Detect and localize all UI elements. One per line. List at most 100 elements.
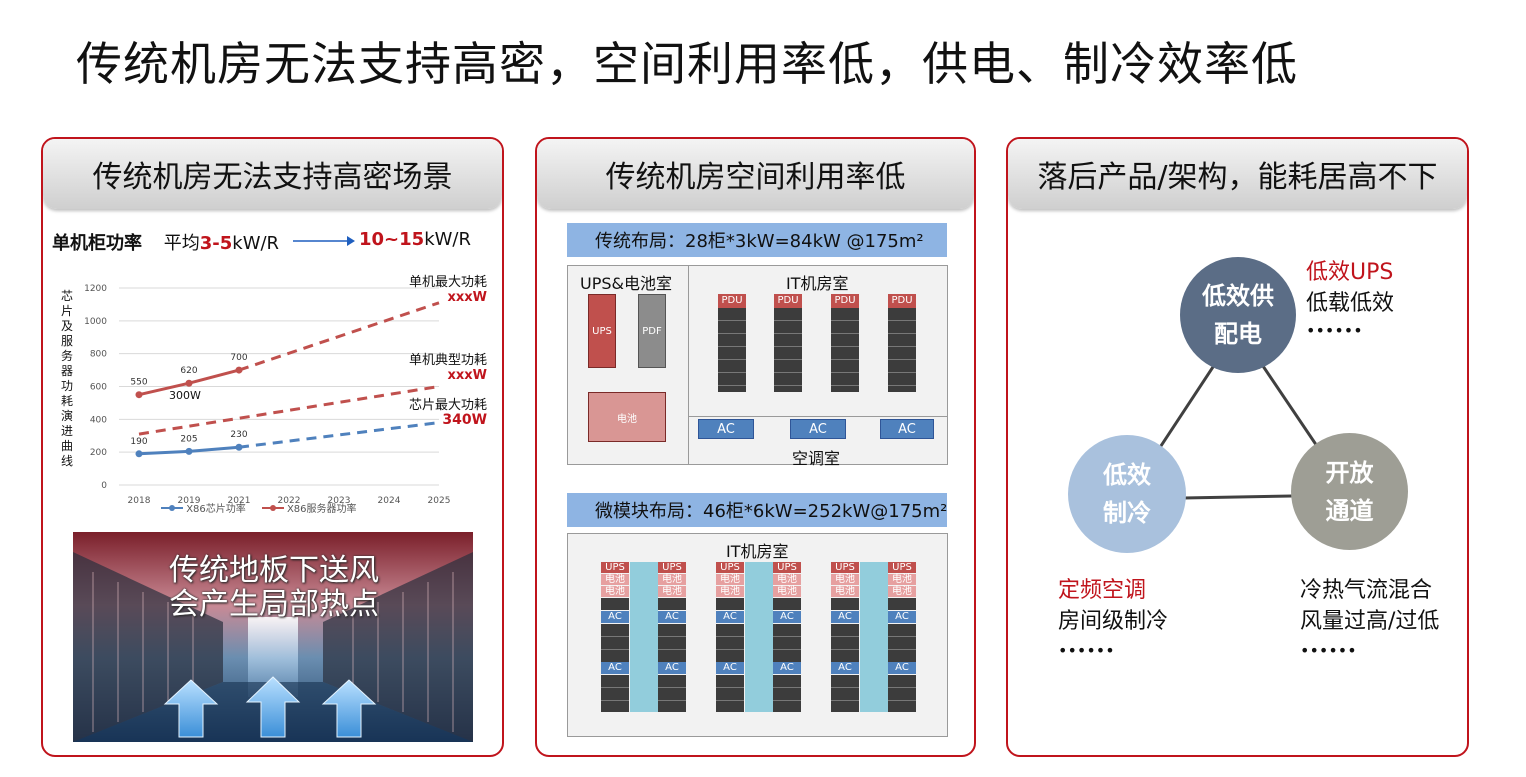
- top-red: 低效UPS: [1306, 260, 1394, 285]
- micro-ac: AC: [716, 662, 744, 674]
- y-tick-label: 1200: [84, 284, 107, 294]
- pdu-block: PDU: [831, 294, 859, 308]
- micro-rack: [601, 675, 629, 712]
- server-rack: [774, 308, 802, 392]
- chart-ylabel: 芯片及服务器功耗演进曲线: [61, 289, 74, 468]
- y-tick-label: 0: [101, 481, 107, 491]
- avg-unit: kW/R: [232, 233, 280, 254]
- ann-max-value: xxxW: [447, 290, 488, 305]
- micro-ups: UPS: [601, 562, 629, 573]
- y-tick-label: 200: [90, 448, 107, 458]
- micro-battery: 电池: [658, 586, 686, 597]
- pdu-block: PDU: [888, 294, 916, 308]
- y-tick-label: 600: [90, 383, 107, 393]
- pdu-block: PDU: [718, 294, 746, 308]
- data-label: 620: [180, 366, 197, 376]
- data-label: 700: [230, 353, 247, 363]
- circle-cooling: 低效制冷: [1068, 435, 1186, 553]
- panel1-header: 传统机房无法支持高密场景: [43, 139, 502, 209]
- left-line2: 房间级制冷: [1058, 609, 1169, 634]
- overlay-line-2: 会产生局部热点: [169, 587, 379, 622]
- micro-rack: [716, 675, 744, 712]
- ann-max-label: 单机最大功耗: [409, 275, 488, 290]
- ann-chip-label: 芯片最大功耗: [409, 398, 488, 413]
- ac-room-label: 空调室: [792, 449, 841, 468]
- circle-open-aisle: 开放通道: [1291, 433, 1408, 550]
- left-red: 定频空调: [1058, 578, 1147, 603]
- battery-block: 电池: [588, 392, 666, 442]
- legend-chip: X86芯片功率: [161, 500, 246, 515]
- series-projection: [238, 301, 440, 372]
- target-value: 10~15: [359, 229, 425, 250]
- image-overlay-text: 传统地板下送风 会产生局部热点: [169, 554, 379, 622]
- ac-unit: AC: [790, 419, 846, 439]
- micro-ac: AC: [773, 611, 801, 623]
- micro-rack: [658, 598, 686, 610]
- micro-rack: [658, 624, 686, 662]
- data-point: [185, 447, 193, 455]
- top-dots: ••••••: [1306, 321, 1363, 340]
- target-line: 10~15kW/R: [359, 229, 471, 250]
- x-tick-label: 2022: [278, 496, 301, 506]
- micro-rack: [716, 624, 744, 662]
- ups-room-label: UPS&电池室: [580, 274, 672, 293]
- micro-rack: [888, 624, 916, 662]
- ann-typical: 单机典型功耗 xxxW: [409, 353, 487, 383]
- micro-battery: 电池: [716, 586, 744, 597]
- micro-ac: AC: [888, 662, 916, 674]
- avg-prefix: 平均: [163, 233, 200, 254]
- x-tick-label: 2018: [128, 496, 151, 506]
- left-annotation: 定频空调 房间级制冷 ••••••: [1058, 575, 1168, 665]
- right-dots: ••••••: [1300, 641, 1357, 660]
- power-line: 单机柜功率 平均3-5kW/R: [52, 229, 279, 255]
- chart-legend: X86芯片功率 X86服务器功率: [161, 500, 357, 515]
- micro-ups: UPS: [658, 562, 686, 573]
- datacenter-image: 传统地板下送风 会产生局部热点: [73, 532, 473, 742]
- micro-battery: 电池: [773, 574, 801, 585]
- power-label: 单机柜功率: [52, 233, 142, 254]
- right-line1: 冷热气流混合: [1300, 578, 1433, 603]
- ann-300w: 300W: [169, 389, 201, 402]
- top-line2: 低载低效: [1306, 291, 1395, 316]
- data-label: 550: [130, 378, 147, 388]
- micro-rack: [601, 598, 629, 610]
- micro-rack: [658, 675, 686, 712]
- micro-rack: [773, 624, 801, 662]
- micro-rack: [601, 624, 629, 662]
- micro-ups: UPS: [773, 562, 801, 573]
- micro-rack: [831, 624, 859, 662]
- data-point: [135, 391, 143, 399]
- arrow-right-icon: [293, 236, 355, 246]
- cold-aisle: [745, 562, 773, 712]
- overlay-line-1: 传统地板下送风: [169, 553, 379, 588]
- micro-battery: 电池: [831, 574, 859, 585]
- micro-ac: AC: [658, 662, 686, 674]
- ann-max: 单机最大功耗 xxxW: [409, 275, 487, 305]
- circle-right-l1: 开放: [1325, 458, 1374, 487]
- data-label: 205: [180, 434, 197, 444]
- server-rack: [831, 308, 859, 392]
- target-unit: kW/R: [424, 229, 471, 250]
- server-rack: [888, 308, 916, 392]
- legend-server: X86服务器功率: [261, 500, 357, 515]
- data-label: 190: [130, 437, 147, 447]
- circle-left-l1: 低效: [1103, 461, 1151, 489]
- ac-unit: AC: [880, 419, 934, 439]
- x-tick-label: 2019: [178, 496, 201, 506]
- micro-rack: [831, 675, 859, 712]
- x-tick-label: 2021: [228, 496, 251, 506]
- micro-battery: 电池: [773, 586, 801, 597]
- micro-battery: 电池: [716, 574, 744, 585]
- page-title: 传统机房无法支持高密，空间利用率低，供电、制冷效率低: [76, 37, 1298, 91]
- micro-battery: 电池: [658, 574, 686, 585]
- circle-power-supply: 低效供配电: [1180, 257, 1296, 373]
- micro-ac: AC: [716, 611, 744, 623]
- micro-rack: [831, 598, 859, 610]
- y-tick-label: 400: [90, 415, 107, 425]
- micro-ac: AC: [831, 662, 859, 674]
- y-tick-label: 1000: [84, 317, 107, 327]
- ann-chip-value: 340W: [442, 412, 488, 428]
- micro-ac: AC: [601, 662, 629, 674]
- avg-value: 3-5: [199, 233, 233, 254]
